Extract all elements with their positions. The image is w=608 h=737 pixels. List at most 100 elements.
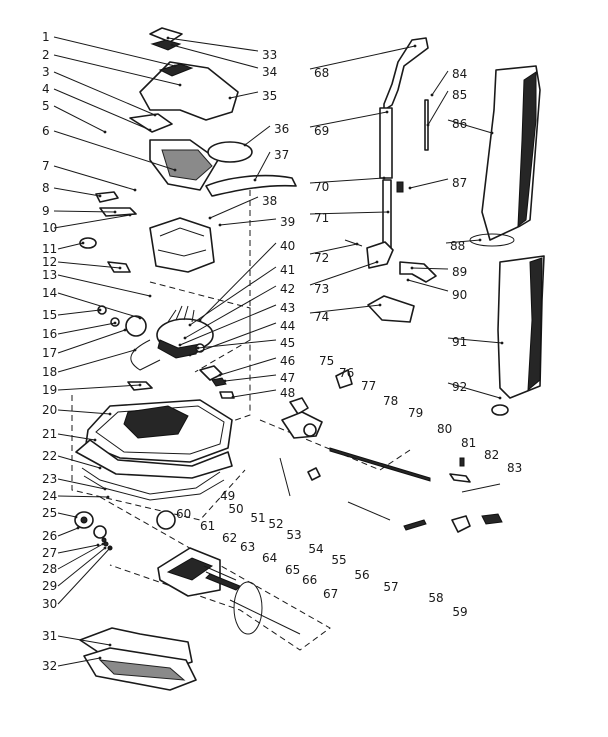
leader-line xyxy=(167,37,259,52)
leader-line xyxy=(57,409,111,415)
leader-line xyxy=(57,322,116,335)
leader-endpoint xyxy=(108,546,112,550)
part-callout-76: 76 xyxy=(339,366,354,380)
leader-line xyxy=(57,292,141,319)
part-callout-88: 88 xyxy=(450,239,465,253)
part-callout-67: 67 xyxy=(323,587,338,601)
leader-line xyxy=(57,657,101,667)
leader-line xyxy=(57,478,106,490)
leader-endpoint xyxy=(133,348,137,352)
part-callout-78: 78 xyxy=(383,394,398,408)
leader-line xyxy=(57,543,104,570)
fan-17 xyxy=(125,315,147,337)
housing-fan-chamber xyxy=(123,405,189,439)
part-callout-61: 61 xyxy=(200,519,215,533)
part-callout-49: 49 xyxy=(220,489,235,503)
part-callout-11: 11 xyxy=(42,242,57,256)
leader-line xyxy=(229,91,259,99)
part-callout-2: 2 xyxy=(42,48,50,62)
leader-endpoint xyxy=(148,128,152,132)
part-callout-20: 20 xyxy=(42,403,57,417)
housing-shell-21 xyxy=(75,439,233,479)
bag-collar-ring xyxy=(491,404,509,416)
leader-endpoint xyxy=(138,383,142,387)
leader-endpoint xyxy=(406,278,410,282)
leader-endpoint xyxy=(253,178,257,182)
cord-reel-36 xyxy=(207,141,253,163)
switch-8 xyxy=(95,191,119,203)
motor-cover-38 xyxy=(149,217,215,273)
leader-endpoint xyxy=(113,210,117,214)
part-callout-15: 15 xyxy=(42,308,57,322)
leader-endpoint xyxy=(223,379,227,383)
part-callout-71: 71 xyxy=(314,211,329,225)
bearing-block-47 xyxy=(211,377,227,387)
part-callout-92: 92 xyxy=(452,380,467,394)
part-callout-38: 38 xyxy=(262,194,277,208)
part-callout-10: 10 xyxy=(42,221,57,235)
leader-line xyxy=(53,187,101,197)
part-callout-59: 59 xyxy=(452,605,467,619)
leader-endpoint xyxy=(178,83,182,87)
leader-endpoint xyxy=(385,110,389,114)
leader-line xyxy=(431,70,449,96)
part-callout-1: 1 xyxy=(42,30,50,44)
clip-48 xyxy=(219,391,235,399)
leader-endpoint xyxy=(98,308,102,312)
part-callout-43: 43 xyxy=(280,301,295,315)
leader-line xyxy=(309,211,389,215)
bracket-screw xyxy=(344,239,363,247)
part-callout-27: 27 xyxy=(42,546,57,560)
brush-bristles-63 xyxy=(205,573,241,591)
leader-endpoint xyxy=(96,543,100,547)
handle-base-block xyxy=(367,295,415,323)
part-callout-34: 34 xyxy=(262,65,277,79)
part-callout-51: 51 xyxy=(250,511,265,525)
part-callout-29: 29 xyxy=(42,579,57,593)
leader-endpoint xyxy=(101,542,105,546)
part-callout-79: 79 xyxy=(408,406,423,420)
leader-endpoint xyxy=(218,373,222,377)
leader-line xyxy=(189,322,277,356)
part-callout-57: 57 xyxy=(383,580,398,594)
part-callout-77: 77 xyxy=(361,379,376,393)
leader-endpoint xyxy=(113,321,117,325)
leader-line xyxy=(57,547,106,587)
leader-endpoint xyxy=(382,176,386,180)
part-callout-65: 65 xyxy=(285,563,300,577)
leader-line xyxy=(309,45,416,70)
leader-line xyxy=(53,54,181,86)
brush-end-60 xyxy=(156,510,176,530)
assembly-frame-base xyxy=(99,496,331,651)
part-callout-30: 30 xyxy=(42,597,57,611)
part-callout-31: 31 xyxy=(42,629,57,643)
leader-endpoint xyxy=(138,316,142,320)
leader-endpoint xyxy=(430,93,434,97)
part-callout-16: 16 xyxy=(42,327,57,341)
leader-endpoint xyxy=(76,526,80,530)
part-callout-9: 9 xyxy=(42,204,50,218)
leader-line xyxy=(407,279,449,292)
leader-line xyxy=(53,71,156,116)
part-callout-84: 84 xyxy=(452,67,467,81)
leader-line xyxy=(184,285,277,339)
handle-clip xyxy=(396,181,404,193)
top-hood-cover xyxy=(139,61,239,121)
leader-lines xyxy=(53,36,504,667)
leader-endpoint xyxy=(188,323,192,327)
leader-endpoint xyxy=(183,336,187,340)
motor-core xyxy=(157,339,201,359)
part-callout-86: 86 xyxy=(452,117,467,131)
leader-line xyxy=(309,304,381,314)
part-callout-40: 40 xyxy=(280,239,295,253)
part-callout-63: 63 xyxy=(240,540,255,554)
latch-75 xyxy=(335,369,353,389)
part-callout-50: 50 xyxy=(228,502,243,516)
axle-28 xyxy=(101,537,107,543)
leader-line xyxy=(53,214,131,229)
leader-endpoint xyxy=(128,213,132,217)
handle-tube xyxy=(379,107,393,179)
leader-endpoint xyxy=(355,242,359,246)
leader-endpoint xyxy=(153,113,157,117)
leader-line xyxy=(53,88,151,131)
